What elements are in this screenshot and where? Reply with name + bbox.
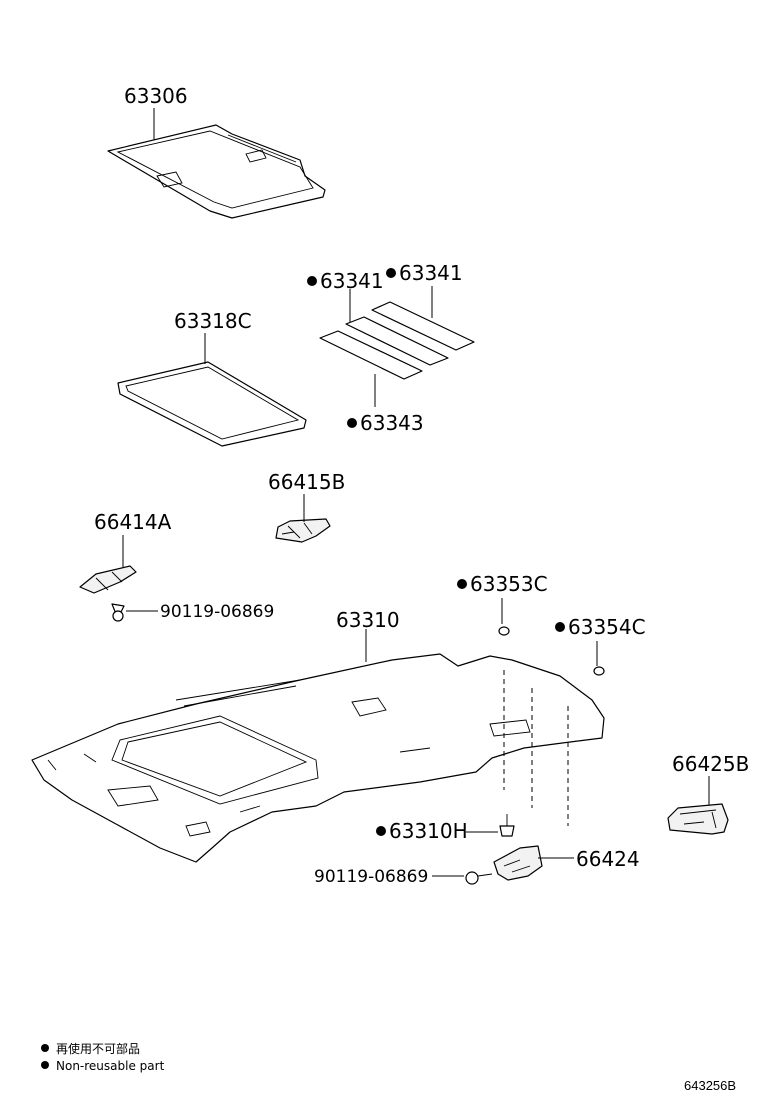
clip-icon[interactable] xyxy=(498,626,510,636)
non-reusable-dot xyxy=(347,418,357,428)
label-63343: 63343 xyxy=(360,411,424,435)
label-63341-b: 63341 xyxy=(399,261,463,285)
label-63310h: 63310H xyxy=(389,819,468,843)
label-66414a: 66414A xyxy=(94,510,172,534)
label-63306: 63306 xyxy=(124,84,188,108)
non-reusable-dot xyxy=(457,579,467,589)
part-66415b-lamp[interactable] xyxy=(275,518,331,543)
reference-code: 643256B xyxy=(684,1078,736,1093)
alignment-guides xyxy=(503,670,569,826)
non-reusable-dot xyxy=(307,276,317,286)
non-reusable-dot xyxy=(386,268,396,278)
label-66425b: 66425B xyxy=(672,752,749,776)
legend-dot xyxy=(41,1061,49,1069)
legend-line-2: Non-reusable part xyxy=(56,1059,165,1073)
label-66424: 66424 xyxy=(576,847,640,871)
part-63310-headliner[interactable] xyxy=(31,653,605,863)
part-63306-sunshade[interactable] xyxy=(107,124,326,219)
label-63353c: 63353C xyxy=(470,572,548,596)
label-63310: 63310 xyxy=(336,608,400,632)
non-reusable-dot xyxy=(376,826,386,836)
part-66425b-lamp[interactable] xyxy=(667,803,729,835)
label-66415b: 66415B xyxy=(268,470,345,494)
clip-icon[interactable] xyxy=(499,814,515,837)
legend-dot xyxy=(41,1044,49,1052)
label-63318c: 63318C xyxy=(174,309,252,333)
part-63341-pads[interactable] xyxy=(319,301,475,380)
label-63354c: 63354C xyxy=(568,615,646,639)
non-reusable-dot xyxy=(555,622,565,632)
label-90119-top: 90119-06869 xyxy=(160,602,274,622)
legend-line-1: 再使用不可部品 xyxy=(56,1041,140,1056)
label-90119-bottom: 90119-06869 xyxy=(314,867,428,887)
screw-icon[interactable] xyxy=(465,871,493,885)
label-63341-a: 63341 xyxy=(320,269,384,293)
part-66424-bracket[interactable] xyxy=(493,845,543,881)
clip-icon[interactable] xyxy=(593,666,605,676)
part-66414a-lamp[interactable] xyxy=(79,565,137,594)
screw-icon[interactable] xyxy=(111,603,125,622)
part-63318c-frame[interactable] xyxy=(117,361,307,447)
